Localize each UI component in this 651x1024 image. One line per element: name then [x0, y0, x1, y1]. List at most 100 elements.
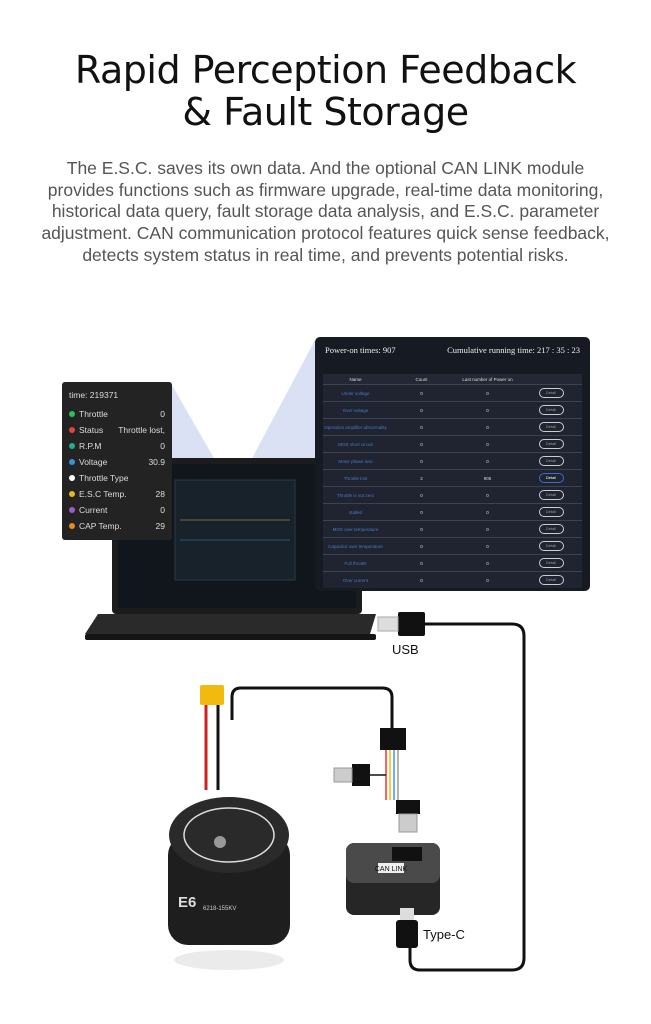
col-name: Name [349, 376, 362, 382]
col-count: Count [415, 376, 428, 382]
telemetry-value: 29 [155, 521, 165, 531]
heading-line-2: & Fault Storage [182, 90, 469, 134]
usb-plug-icon [398, 612, 425, 636]
telemetry-row: Throttle 0 [69, 406, 165, 422]
telemetry-value: 0 [160, 505, 165, 515]
fault-table: Name Count Last number of Power on Under… [323, 374, 582, 588]
table-row: Throttle is not zero 0 0 Detail [323, 486, 582, 503]
fault-count: 0 [420, 390, 423, 396]
fault-name: Throttle is not zero [336, 492, 375, 498]
fault-last: 0 [486, 509, 489, 515]
status-dot-icon [69, 427, 75, 433]
fault-last: 0 [486, 492, 489, 498]
fault-name: MOS over temperature [332, 526, 379, 532]
telemetry-time: time: 219371 [69, 390, 119, 400]
fault-last: 0 [486, 424, 489, 430]
fault-name: MOS short circuit [338, 441, 373, 447]
table-row: Full throttle 0 0 Detail [323, 554, 582, 571]
status-dot-icon [69, 411, 75, 417]
telemetry-value: 0 [160, 441, 165, 451]
can-link-label: CAN LINK [375, 866, 408, 873]
status-dot-icon [69, 523, 75, 529]
detail-button[interactable]: Detail [538, 490, 564, 500]
fault-name: Operation amplifier abnormality [324, 424, 387, 430]
telemetry-label: R.P.M [79, 441, 102, 451]
fault-last: 0 [486, 526, 489, 532]
fault-last: 0 [486, 390, 489, 396]
fault-name: stalled [348, 509, 362, 515]
fault-last: 0 [486, 577, 489, 583]
power-on-times: Power-on times: 907 [325, 345, 396, 355]
fault-count: 0 [420, 509, 423, 515]
telemetry-label: E.S.C Temp. [79, 489, 127, 499]
fault-count: 0 [420, 441, 423, 447]
detail-button[interactable]: Detail [538, 473, 564, 483]
detail-button[interactable]: Detail [538, 541, 564, 551]
status-dot-icon [69, 475, 75, 481]
fault-count: 0 [420, 560, 423, 566]
detail-button[interactable]: Detail [538, 558, 564, 568]
detail-button[interactable]: Detail [538, 456, 564, 466]
telemetry-row: R.P.M 0 [69, 438, 165, 454]
motor-model: E6 [178, 894, 196, 911]
fault-name: Motor phase loss [338, 458, 373, 464]
fault-name: Over voltage [342, 407, 369, 413]
detail-button[interactable]: Detail [538, 405, 564, 415]
detail-button[interactable]: Detail [538, 439, 564, 449]
telemetry-value: 0 [160, 409, 165, 419]
table-row: stalled 0 0 Detail [323, 503, 582, 520]
detail-button[interactable]: Detail [538, 388, 564, 398]
fault-last: 905 [483, 475, 492, 481]
can-link-module-icon: CAN LINK [346, 843, 440, 915]
telemetry-row: Throttle Type [69, 470, 165, 486]
detail-button[interactable]: Detail [538, 524, 564, 534]
fault-count: 0 [420, 424, 423, 430]
usb-label: USB [392, 642, 419, 657]
telemetry-label: Voltage [79, 457, 108, 467]
description: The E.S.C. saves its own data. And the o… [41, 158, 610, 265]
status-dot-icon [69, 491, 75, 497]
fault-count: 0 [420, 492, 423, 498]
table-row: MOS short circuit 0 0 Detail [323, 435, 582, 452]
fault-last: 0 [486, 441, 489, 447]
type-c-plug-icon [396, 920, 418, 948]
heading-line-1: Rapid Perception Feedback [74, 48, 577, 92]
fault-count: 0 [420, 458, 423, 464]
telemetry-label: Throttle Type [79, 473, 129, 483]
fault-name: Under voltage [341, 390, 370, 396]
telemetry-value: 28 [155, 489, 165, 499]
table-row: MOS over temperature 0 0 Detail [323, 520, 582, 537]
fault-count: 0 [420, 407, 423, 413]
telemetry-label: Throttle [79, 409, 108, 419]
telemetry-row: Voltage 30.9 [69, 454, 165, 470]
fault-name: Over current [342, 577, 368, 583]
telemetry-row: CAP Temp.29 [69, 518, 165, 534]
detail-button[interactable]: Detail [538, 507, 564, 517]
detail-button[interactable]: Detail [538, 422, 564, 432]
telemetry-value: 30.9 [148, 457, 165, 467]
telemetry-label: Status [79, 425, 104, 435]
motor-spec: 6218-155KV [203, 906, 236, 912]
telemetry-row: Status Throttle lost, [69, 422, 165, 438]
fault-last: 0 [486, 560, 489, 566]
table-row: Operation amplifier abnormality 0 0 Detail [323, 418, 582, 435]
status-dot-icon [69, 443, 75, 449]
fault-count: 0 [420, 526, 423, 532]
running-time: Cumulative running time: 217 : 35 : 23 [447, 345, 580, 355]
telemetry-row: Current 0 [69, 502, 165, 518]
fault-panel: Power-on times: 907 Cumulative running t… [315, 337, 590, 591]
type-c-label: Type-C [423, 927, 465, 942]
xt60-connector-icon [200, 685, 224, 705]
fault-name: Full throttle [344, 560, 367, 566]
fault-last: 0 [486, 543, 489, 549]
table-header: Name Count Last number of Power on [323, 374, 582, 384]
detail-button[interactable]: Detail [538, 575, 564, 585]
fault-count: 0 [420, 577, 423, 583]
motor-icon: E6 6218-155KV [168, 797, 290, 970]
telemetry-value: Throttle lost, [118, 425, 165, 435]
telemetry-label: Current [79, 505, 108, 515]
